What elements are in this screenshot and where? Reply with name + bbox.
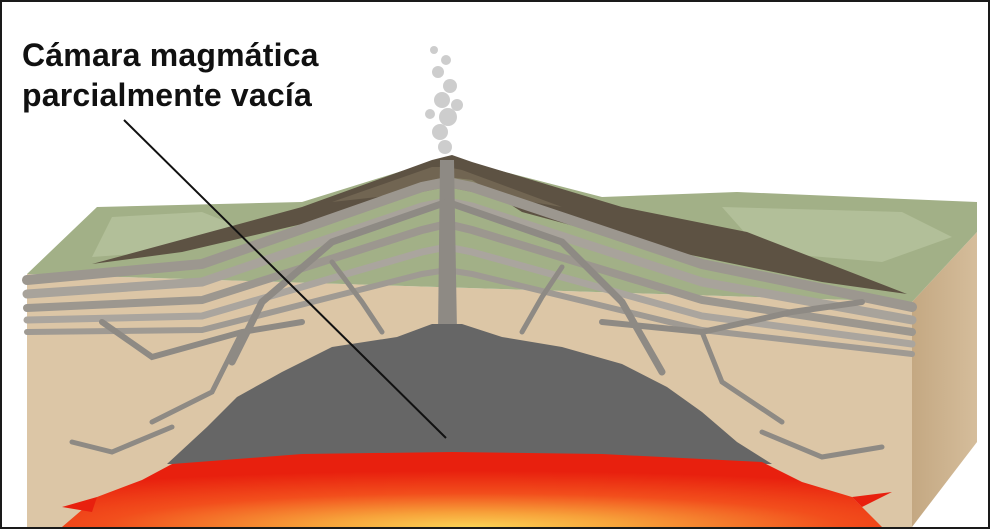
central-conduit xyxy=(438,160,457,332)
steam-plume xyxy=(425,46,463,154)
chamber-callout-label: Cámara magmática parcialmente vacía xyxy=(22,35,319,115)
callout-line-1: Cámara magmática xyxy=(22,35,319,75)
callout-line-2: parcialmente vacía xyxy=(22,75,319,115)
molten-magma xyxy=(62,452,882,527)
